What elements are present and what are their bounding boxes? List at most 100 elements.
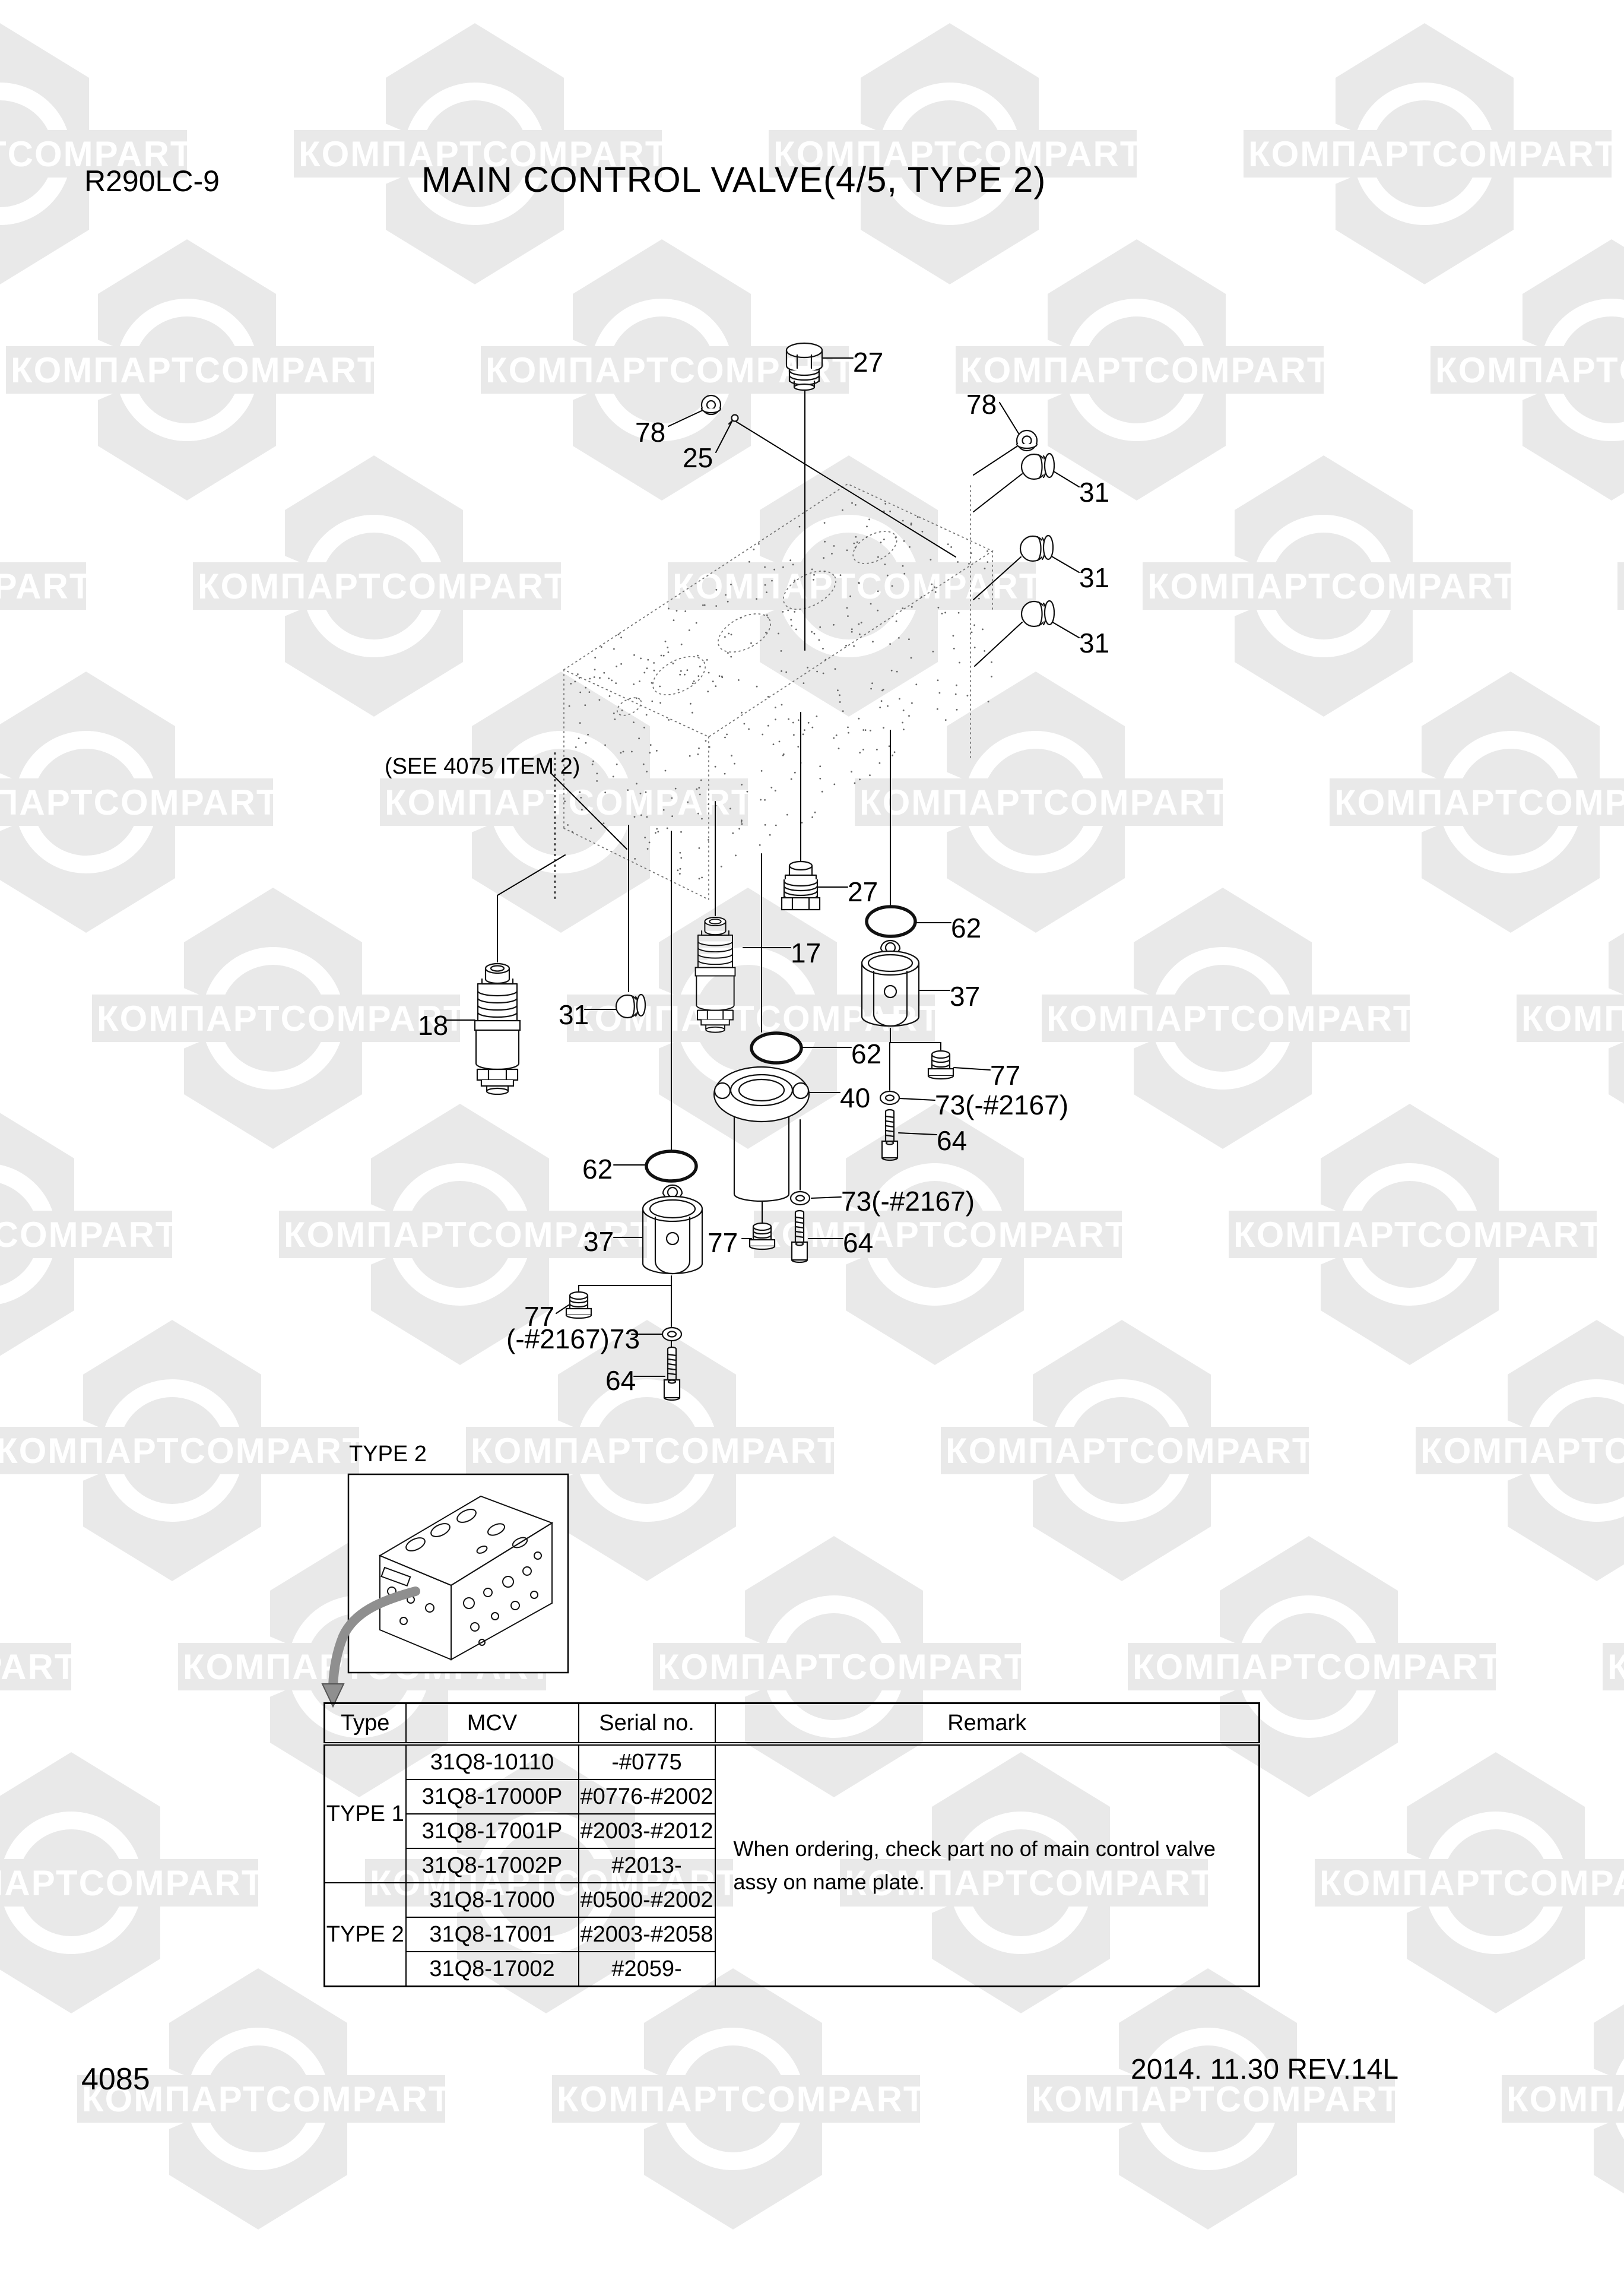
part-plug-31-1 [1020,452,1055,480]
mcv-cell: 31Q8-17000 [405,1882,579,1918]
watermark-text-cyrillic: КОМПАРТ [0,782,94,822]
watermark-text-cyrillic: КОМПАРТ [1133,1646,1317,1687]
part-grommet-78-left [700,394,722,416]
watermark-text-cyrillic: КОМПАРТ [946,1430,1130,1471]
callout-77-mid: 77 [708,1227,738,1258]
table-row: 31Q8-17001 #2003-#2058 [325,1917,1260,1952]
watermark-text-latin: COMPART [381,566,567,606]
watermark-text-latin: COMPART [0,566,93,606]
watermark-text-cyrillic: КОМПАРТ [11,350,195,390]
table-row: TYPE 2 31Q8-17000 #0500-#2002 [323,1882,1260,1987]
watermark-text-latin: COMPART [1043,782,1229,822]
watermark-text-latin: COMPART [78,1863,265,1903]
serial-cell: #2013- [578,1848,716,1883]
watermark-text-cyrillic: КОМПАРТ [1147,566,1331,606]
watermark-text-cyrillic: КОМПАРТ [1248,134,1432,174]
watermark-text-latin: COMPART [1432,134,1618,174]
part-washer-73-mid [789,1190,811,1206]
callout-31-right-2: 31 [1079,562,1110,593]
part-washer-73-left [661,1326,683,1342]
remark-cell: When ordering, check part no of main con… [714,1743,1260,1987]
watermark-text-latin: COMPART [93,782,280,822]
watermark-text-cyrillic: КОМПАРТ [0,1430,180,1471]
callout-18: 18 [418,1010,449,1041]
watermark-text-cyrillic: КОМПАРТ [1521,998,1624,1038]
part-pin-25 [728,414,739,425]
serial-cell: -#0775 [578,1743,716,1780]
part-plug-77-mid [748,1222,776,1250]
watermark-text-cyrillic: КОМПАРТ [658,1646,842,1687]
watermark-text-cyrillic: КОМПАРТ [1334,782,1518,822]
watermark-text-cyrillic: КОМПАРТ [1233,1214,1417,1255]
watermark-text-latin: COMPART [7,134,194,174]
table-header-row: Type MCV Serial no. Remark [323,1702,1260,1746]
watermark-text-latin: COMPART [841,1646,1027,1687]
part-hex-plug-27-top [785,342,823,391]
part-bolt-64-bottom [663,1346,681,1401]
callout-37-left: 37 [583,1226,614,1257]
part-oring-62-center [750,1031,803,1065]
callout-27-mid: 27 [848,876,878,907]
watermark-text-cyrillic: КОМПАРТ [673,566,857,606]
watermark-text-latin: COMPART [280,998,467,1038]
watermark-text-cyrillic: КОМПАРТ [198,566,382,606]
ghost-valve-body [563,483,994,903]
callout-73-mid: 73(-#2167) [841,1186,975,1217]
watermark-text-latin: COMPART [467,1214,654,1255]
mcv-cell: 31Q8-17001 [405,1917,579,1952]
serial-cell: #0776-#2002 [578,1779,716,1814]
callout-25: 25 [683,442,713,473]
watermark-text-latin: COMPART [0,1214,179,1255]
watermark-text-cyrillic: КОМПАРТ [1320,1863,1504,1903]
callout-77-left: 77 [524,1301,555,1332]
watermark-text-cyrillic: КОМПАРТ [1435,350,1619,390]
part-plug-27-mid [781,860,821,911]
col-header-mcv: MCV [405,1702,579,1746]
watermark-text-latin: COMPART [669,350,855,390]
watermark-text-latin: COMPART [1215,2079,1401,2119]
callout-64-mid: 64 [843,1227,874,1258]
watermark-text-latin: COMPART [1230,998,1416,1038]
part-valve-37-right [861,939,920,1027]
model-code: R290LC-9 [84,164,220,198]
watermark-text-latin: COMPART [1129,1430,1315,1471]
watermark-text-cyrillic: КОМПАРТ [1046,998,1230,1038]
callout-64-right: 64 [937,1125,968,1156]
watermark-text-latin: COMPART [1417,1214,1603,1255]
callout-37-right: 37 [950,981,981,1012]
watermark-text-latin: COMPART [942,1214,1128,1255]
watermark-text-cyrillic: КОМПАРТ [773,134,957,174]
see-note: (SEE 4075 ITEM 2) [385,754,581,779]
mcv-cell: 31Q8-17001P [405,1813,579,1849]
watermark-text-cyrillic: КОМПАРТ [0,134,8,175]
watermark-text-latin: COMPART [1331,566,1517,606]
table-row: 31Q8-17002 #2059- [325,1951,1260,1987]
serial-cell: #2059- [578,1951,716,1987]
watermark-text-latin: COMPART [482,134,668,174]
col-header-serial: Serial no. [578,1702,716,1746]
serial-cell: #2003-#2012 [578,1813,716,1849]
part-grommet-78-right [1016,429,1038,452]
callout-77-right: 77 [990,1060,1021,1091]
watermark-text-latin: COMPART [1604,1430,1624,1471]
page-title: MAIN CONTROL VALVE(4/5, TYPE 2) [421,160,1046,200]
